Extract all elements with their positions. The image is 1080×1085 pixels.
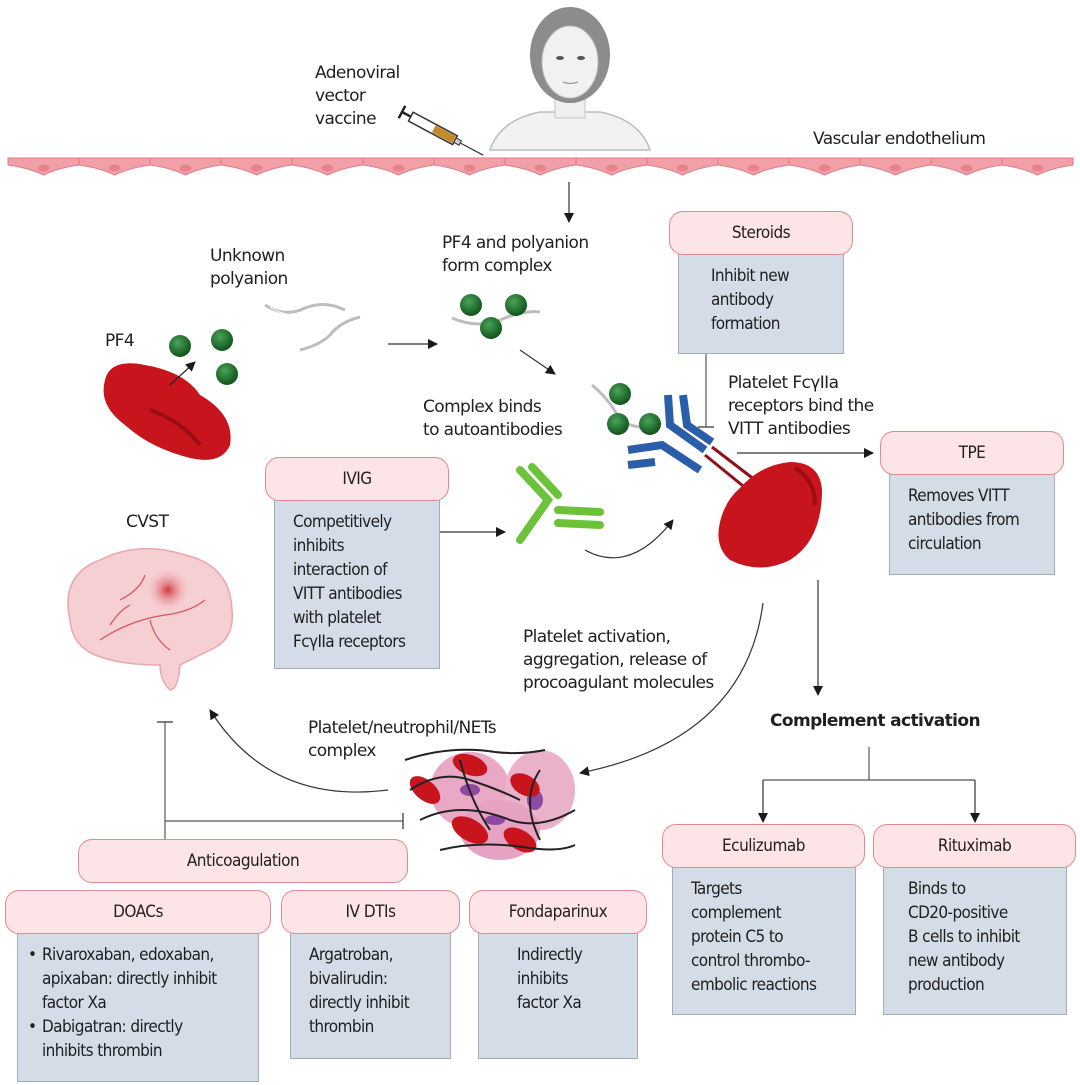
iv-dtis-header: IV DTIs xyxy=(281,890,460,934)
doacs-description: Rivaroxaban, edoxaban, apixaban: directl… xyxy=(17,932,259,1082)
doacs-bullet-1: Rivaroxaban, edoxaban, apixaban: directl… xyxy=(28,943,246,1015)
doacs-bullet-2: Dabigatran: directly inhibits thrombin xyxy=(28,1015,246,1063)
endothelium-label: Vascular endothelium xyxy=(813,129,986,149)
cell-nucleus xyxy=(250,164,263,172)
cell-nucleus xyxy=(463,164,476,172)
tpe-header: TPE xyxy=(880,431,1064,475)
cell-nucleus xyxy=(676,164,689,172)
eculizumab-header: Eculizumab xyxy=(662,824,865,868)
rituximab-header: Rituximab xyxy=(873,824,1076,868)
complement-activation-label: Complement activation xyxy=(770,711,981,731)
eculizumab-description: Targets complement protein C5 to control… xyxy=(672,866,856,1015)
anticoagulation-header: Anticoagulation xyxy=(78,839,408,883)
cell-nucleus xyxy=(818,164,831,172)
complex-binds-label: Complex binds to autoantibodies xyxy=(423,397,563,440)
platelet-left xyxy=(103,363,231,460)
fondaparinux-description: Indirectly inhibits factor Xa xyxy=(478,932,638,1059)
cell-nucleus xyxy=(605,164,618,172)
nets-complex-label: Platelet/neutrophil/NETs complex xyxy=(308,718,497,761)
polyanion-label: Unknown polyanion xyxy=(210,246,288,289)
cvst-label: CVST xyxy=(126,512,169,532)
cell-nucleus xyxy=(960,164,973,172)
patient-illustration xyxy=(488,7,652,151)
pf4-polyanion-complex xyxy=(451,294,541,339)
syringe-icon xyxy=(397,105,484,156)
cell-nucleus xyxy=(179,164,192,172)
pf4-molecules xyxy=(169,329,238,385)
brain-illustration xyxy=(67,547,234,691)
nets-complex-illustration xyxy=(404,748,576,860)
doacs-header: DOACs xyxy=(5,890,271,934)
cell-nucleus xyxy=(37,164,50,172)
fc-receptors-label: Platelet FcγIIa receptors bind the VITT … xyxy=(728,373,874,439)
cell-nucleus xyxy=(1031,164,1044,172)
steroids-description: Inhibit new antibody formation xyxy=(678,253,844,354)
rituximab-description: Binds to CD20-positive B cells to inhibi… xyxy=(883,866,1067,1015)
polyanion-strands xyxy=(264,303,361,352)
cell-nucleus xyxy=(889,164,902,172)
pf4-complex-label: PF4 and polyanion form complex xyxy=(442,233,589,276)
cell-nucleus xyxy=(321,164,334,172)
cell-nucleus xyxy=(108,164,121,172)
vaccine-label: Adenoviral vector vaccine xyxy=(315,63,400,129)
steroids-header: Steroids xyxy=(669,211,853,255)
ivig-description: Competitively inhibits interaction of VI… xyxy=(274,499,440,669)
cell-nucleus xyxy=(747,164,760,172)
iv-dtis-description: Argatroban, bivalirudin: directly inhibi… xyxy=(290,932,451,1059)
ivig-header: IVIG xyxy=(265,457,449,501)
ivig-antibody-icon xyxy=(516,463,604,544)
antibody-platelet-complex xyxy=(591,383,822,568)
cell-nucleus xyxy=(392,164,405,172)
tpe-description: Removes VITT antibodies from circulation xyxy=(889,473,1055,575)
platelet-activation-label: Platelet activation, aggregation, releas… xyxy=(523,627,714,693)
pf4-label: PF4 xyxy=(105,331,135,351)
fondaparinux-header: Fondaparinux xyxy=(469,890,647,934)
vascular-endothelium xyxy=(7,157,1074,176)
cell-nucleus xyxy=(534,164,547,172)
